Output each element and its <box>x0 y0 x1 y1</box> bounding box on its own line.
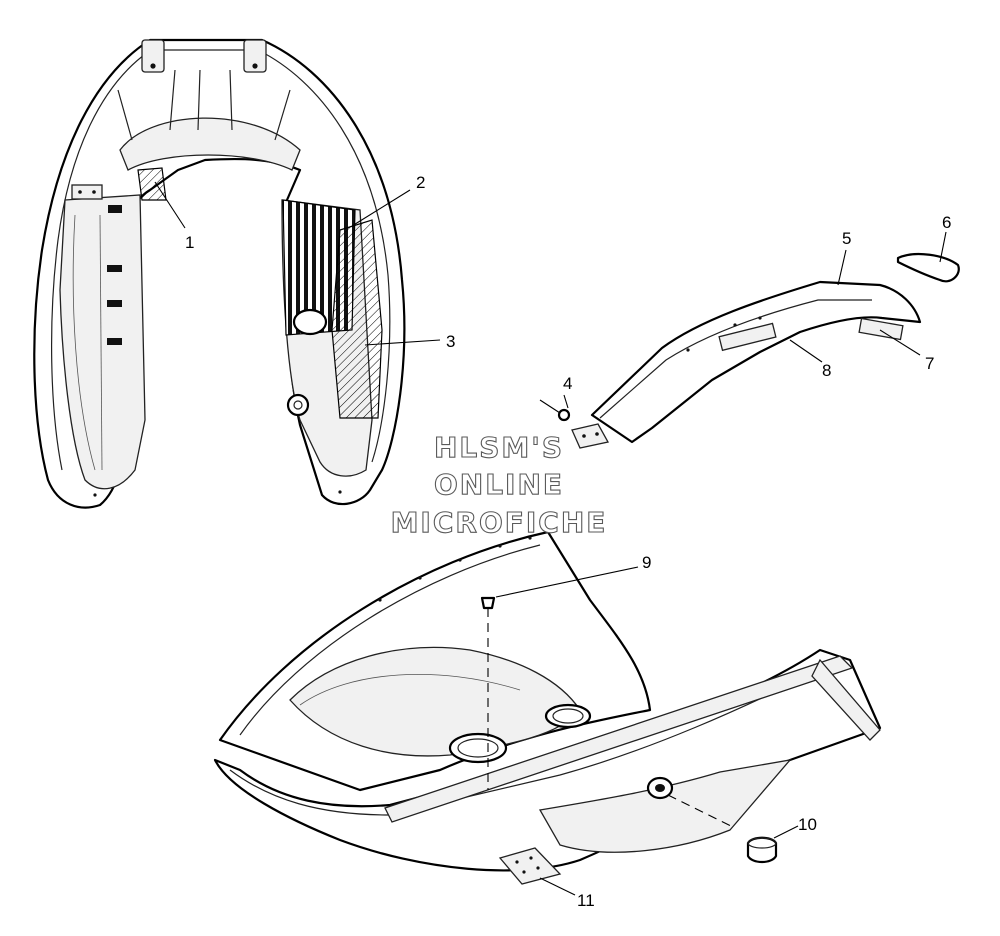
push-pin-9 <box>480 596 496 790</box>
watermark-line-3: MICROFICHE <box>391 506 608 539</box>
callout-6: 6 <box>942 213 951 232</box>
leader-lines <box>154 181 947 896</box>
screw-4 <box>539 399 561 414</box>
callout-11: 11 <box>577 891 595 910</box>
callout-5: 5 <box>842 229 851 248</box>
insulation-pad-3 <box>331 219 383 419</box>
watermark-line-1: HLSM'S <box>434 431 564 464</box>
heat-shield-assembly <box>539 252 960 449</box>
callout-7: 7 <box>925 354 934 373</box>
hinge-plate-11 <box>498 847 562 885</box>
callout-2: 2 <box>416 173 425 192</box>
hood-underside <box>33 38 406 509</box>
watermark: HLSM'S ONLINE MICROFICHE <box>390 430 608 539</box>
insulation-pad-1 <box>137 167 167 201</box>
callout-1: 1 <box>185 233 194 252</box>
decal-7 <box>858 317 904 341</box>
wire-clip-6 <box>896 252 960 283</box>
watermark-line-2: ONLINE <box>434 468 564 501</box>
heat-shield-5 <box>590 280 922 444</box>
callout-3: 3 <box>446 332 455 351</box>
hull-deck <box>213 530 882 872</box>
callout-4: 4 <box>563 374 572 393</box>
callout-8: 8 <box>822 361 831 380</box>
drain-plug-10 <box>667 794 778 864</box>
callout-10: 10 <box>798 815 817 834</box>
callout-labels: 1 2 3 4 5 6 7 8 9 10 11 <box>185 173 951 910</box>
callout-9: 9 <box>642 553 651 572</box>
